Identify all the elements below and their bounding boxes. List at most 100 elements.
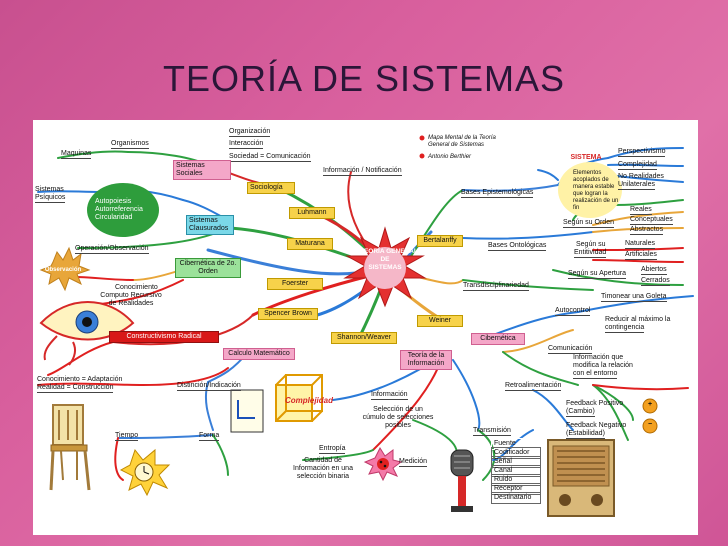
label-destinatario: Destinatario	[491, 492, 541, 504]
mind-map: TEORÍA GENERAL DE SISTEMAS Mapa Mental d…	[33, 120, 698, 535]
label-fuente: Fuente	[491, 438, 535, 450]
node-luhmann: Luhmann	[289, 207, 335, 219]
label-feedback-positivo-1: Feedback Positivo	[566, 400, 624, 407]
label-forma: Forma	[199, 432, 220, 441]
node-cibernetica-2-line-1: Cibernética de 2o.	[179, 260, 237, 267]
node-cibernetica: Cibernética	[471, 333, 525, 345]
observation-burst	[39, 246, 91, 292]
label-informacion: Información	[371, 391, 408, 400]
label-cantidad-1: Cantidad de	[304, 457, 342, 464]
node-weiner: Weiner	[417, 315, 463, 327]
center-line-3: SISTEMAS	[368, 264, 402, 271]
label-computo-2: de Realidades	[108, 300, 154, 307]
node-complejidad: Complejidad	[285, 396, 334, 405]
legend-item-2: Antonio Berthier	[428, 154, 472, 160]
label-elementos-3: manera estable	[573, 184, 615, 190]
ladybug-icon	[363, 446, 403, 482]
label-segun-apertura: Según su Apertura	[568, 270, 626, 279]
node-autopoiesis-line-2: Autorreferencia	[95, 206, 143, 213]
label-organismos: Organismos	[111, 140, 149, 149]
node-sistema: SISTEMA	[570, 154, 602, 161]
label-ruido: Ruido	[491, 474, 541, 486]
label-sistemas-psiquicos-1: Sistemas	[35, 186, 64, 193]
microphone-icon	[450, 449, 474, 512]
label-informacion-notificacion: Información / Notificación	[323, 167, 402, 176]
label-info-que-2: modifica la relación	[573, 362, 633, 369]
mind-map-drawing	[37, 135, 694, 517]
node-sistemas-sociales: Sistemas Sociales	[173, 160, 231, 180]
label-senal: Señal	[491, 456, 541, 468]
node-teoria-informacion: Teoría de la Información	[400, 350, 452, 370]
plus-sign: +	[647, 401, 653, 408]
legend-item-1-line-2: General de Sistemas	[428, 142, 485, 148]
label-transmision: Transmisión	[473, 427, 511, 436]
label-unilaterales: Unilaterales	[618, 181, 655, 190]
label-abiertos: Abiertos	[641, 266, 667, 275]
label-artificiales: Artificiales	[625, 251, 657, 260]
label-computo-1: Computo Recursivo	[100, 292, 162, 299]
node-constructivismo: Constructivismo Radical	[109, 331, 219, 343]
label-medicion: Medición	[399, 458, 428, 467]
label-canal: Canal	[491, 465, 541, 477]
node-calculo: Calculo Matemático	[223, 348, 295, 360]
label-segun-entidad-2: Entitividad	[574, 249, 607, 258]
node-cibernetica-2-line-2: Orden	[198, 268, 218, 275]
node-foerster: Foerster	[267, 278, 323, 290]
legend-item-1-line-1: Mapa Mental de la Teoría	[428, 135, 496, 141]
label-complejidad: Complejidad	[618, 161, 657, 170]
label-seleccion-3: posibles	[385, 422, 411, 429]
label-conceptuales: Conceptuales	[630, 216, 673, 225]
node-maturana: Maturana	[287, 238, 333, 250]
label-elementos-1: Elementos	[573, 170, 602, 176]
label-conocimiento: Conocimiento	[115, 284, 158, 291]
label-maquinas: Maquinas	[61, 150, 92, 159]
label-distincion: Distinción/Indicación	[177, 382, 241, 391]
center-line-2: DE	[380, 256, 390, 263]
label-elementos-2: acoplados de	[573, 177, 609, 183]
label-receptor: Receptor	[491, 483, 541, 495]
label-elementos-6: fin	[573, 205, 580, 211]
node-sociologia: Sociología	[247, 182, 295, 194]
label-reducir-2: contingencia	[605, 324, 645, 333]
node-autopoiesis-line-3: Circularidad	[95, 214, 133, 221]
eye-icon	[39, 301, 135, 366]
node-observacion: Observación	[44, 267, 82, 273]
chair-icon	[49, 404, 91, 491]
label-no-realidades: No Realidades	[618, 173, 664, 180]
label-retroalimentacion: Retroalimentación	[505, 382, 562, 391]
clock-icon	[119, 448, 171, 497]
label-bases-epistemologicas: Bases Epistemológicas	[461, 189, 534, 198]
label-bases-ontologicas: Bases Ontológicas	[488, 242, 547, 251]
label-cantidad-3: selección binaria	[296, 473, 350, 480]
label-abstractos: Abstractos	[630, 226, 664, 235]
label-cerrados: Cerrados	[641, 277, 670, 286]
label-segun-entidad-1: Según su	[576, 241, 606, 248]
label-operacion: Operación/Observación	[75, 245, 149, 254]
center-starburst	[343, 226, 427, 308]
label-elementos-4: que logran la	[573, 191, 608, 197]
label-feedback-negativo-2: (Estabilidad)	[566, 430, 605, 439]
complexity-cube-icon	[275, 374, 323, 422]
label-elementos-5: realización de un	[573, 198, 619, 204]
form-distinction-icon	[230, 389, 264, 433]
node-sistemas-sociales-line-2: Sociales	[176, 170, 203, 177]
node-teoria-informacion-line-2: Información	[407, 360, 445, 367]
node-spencer-brown: Spencer Brown	[258, 308, 318, 320]
node-bertalanffy: Bertalanffy	[417, 235, 463, 247]
label-sistemas-psiquicos-2: Psíquicos	[35, 194, 66, 203]
label-seleccion-1: Selección de un	[373, 406, 423, 413]
label-timonear: Timonear una Goleta	[601, 293, 667, 302]
node-teoria-informacion-line-1: Teoría de la	[407, 352, 445, 359]
node-autopoiesis-line-1: Autopoiesis	[95, 198, 132, 205]
center-line-1: TEORÍA GENERAL	[360, 248, 418, 255]
node-cibernetica-2: Cibernética de 2o. Orden	[175, 258, 241, 278]
node-sistemas-sociales-line-1: Sistemas	[176, 162, 205, 169]
label-organizacion: Organización	[229, 128, 271, 137]
label-realidad-construccion: Realidad = Construcción	[37, 384, 114, 393]
label-reducir-1: Reducir al máximo la	[605, 316, 671, 323]
label-transdisciplinariedad: Transdisciplinariedad	[463, 282, 529, 291]
label-perspectivismo: Perspectivismo	[618, 148, 666, 157]
label-feedback-negativo-1: Feedback Negativo	[566, 422, 627, 429]
label-conocimiento-adaptacion: Conocimiento = Adaptación	[37, 376, 123, 383]
node-shannon-weaver: Shannon/Weaver	[331, 332, 397, 344]
